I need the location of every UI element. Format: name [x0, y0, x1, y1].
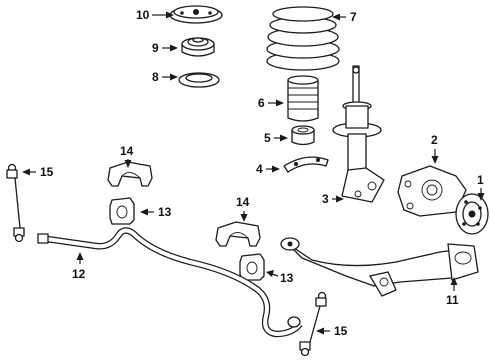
part-5-bump-stop — [291, 125, 315, 146]
part-10-strut-mount — [169, 5, 223, 24]
callout-1: 1 — [477, 173, 485, 201]
callout-6: 6 — [258, 96, 284, 110]
callout-7: 7 — [332, 10, 357, 24]
part-14-bracket-lower — [215, 221, 261, 247]
svg-text:13: 13 — [158, 205, 172, 219]
callout-15a: 15 — [22, 165, 54, 179]
part-13-bushing-lower — [239, 253, 265, 281]
svg-text:14: 14 — [120, 144, 134, 158]
svg-text:1: 1 — [477, 173, 484, 187]
callout-4: 4 — [256, 162, 280, 176]
callout-8: 8 — [152, 70, 178, 84]
callout-13a: 13 — [140, 205, 172, 219]
svg-text:5: 5 — [264, 131, 271, 145]
callout-3: 3 — [322, 192, 344, 206]
part-15-link-right — [299, 291, 327, 357]
svg-text:4: 4 — [256, 162, 263, 176]
svg-text:12: 12 — [72, 267, 86, 281]
svg-text:11: 11 — [446, 293, 459, 307]
callout-5: 5 — [264, 131, 288, 145]
part-8-insulator — [178, 72, 220, 88]
callout-14a: 14 — [120, 144, 134, 168]
callout-9: 9 — [152, 41, 178, 55]
callout-2: 2 — [431, 133, 439, 164]
svg-text:15: 15 — [40, 165, 54, 179]
part-2-knuckle — [397, 165, 467, 217]
callout-12: 12 — [72, 252, 86, 281]
svg-text:3: 3 — [322, 192, 329, 206]
callout-13b: 13 — [266, 270, 294, 285]
callout-10: 10 — [136, 8, 174, 22]
part-12-stabilizer-bar — [37, 227, 303, 338]
part-15-link-left — [6, 163, 25, 243]
svg-text:2: 2 — [431, 133, 438, 147]
part-9-bearing — [181, 37, 215, 57]
svg-text:10: 10 — [136, 8, 150, 22]
part-14-bracket-upper — [107, 161, 153, 187]
callout-15b: 15 — [316, 324, 348, 338]
svg-text:6: 6 — [258, 96, 265, 110]
callout-14b: 14 — [236, 195, 250, 222]
part-4-bracket — [283, 156, 329, 173]
svg-text:13: 13 — [280, 271, 294, 285]
part-7-coil-spring — [266, 6, 340, 71]
svg-text:14: 14 — [236, 195, 250, 209]
callout-11: 11 — [446, 277, 459, 307]
part-13-bushing-upper — [109, 197, 135, 225]
part-6-dust-boot — [287, 75, 319, 122]
part-11-lower-control-arm — [280, 237, 479, 297]
svg-text:7: 7 — [350, 10, 357, 24]
svg-text:9: 9 — [152, 41, 159, 55]
part-1-hub — [455, 193, 489, 235]
svg-text:8: 8 — [152, 70, 159, 84]
part-3-strut-assembly — [332, 65, 385, 203]
svg-text:15: 15 — [334, 324, 348, 338]
